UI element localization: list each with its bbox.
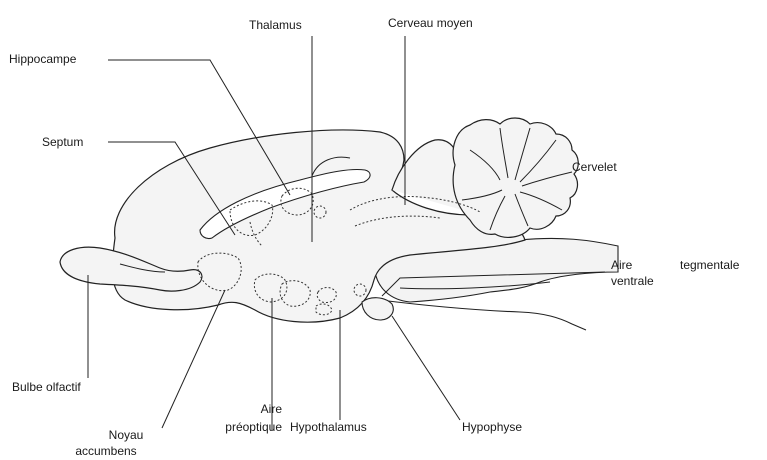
hypophysis-shape [362, 298, 393, 320]
label-bulbe-olfactif: Bulbe olfactif [12, 380, 81, 394]
leader-hypophyse [392, 316, 460, 420]
label-aire-tegmentale-a: Aire [611, 258, 632, 272]
label-noyau-accumbens-1: Noyau [86, 428, 166, 442]
label-noyau-accumbens-2: accumbens [66, 444, 146, 458]
label-hypothalamus: Hypothalamus [290, 420, 367, 434]
label-aire-tegmentale-b: tegmentale [680, 258, 739, 272]
label-aire-tegmentale-line2: ventrale [611, 274, 654, 288]
label-hypophyse: Hypophyse [462, 420, 522, 434]
label-septum: Septum [42, 135, 83, 149]
label-thalamus: Thalamus [249, 18, 302, 32]
label-aire-preoptique-1: Aire [210, 402, 282, 416]
label-hippocampe: Hippocampe [9, 52, 76, 66]
label-cervelet: Cervelet [572, 160, 617, 174]
label-aire-preoptique-2: préoptique [210, 420, 282, 434]
label-cerveau-moyen: Cerveau moyen [388, 16, 473, 30]
cerebellum [453, 118, 578, 237]
spinal-cord-outline [380, 300, 586, 330]
